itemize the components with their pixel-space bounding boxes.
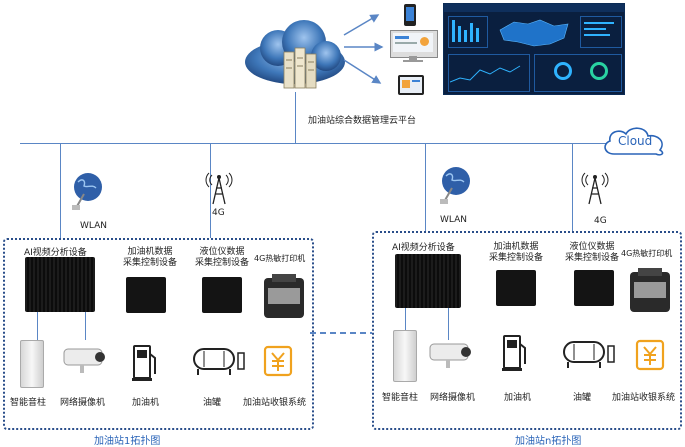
sn-level-ctrl [574,270,614,306]
tablet-icon [398,75,424,95]
sn-printer-icon [628,266,672,316]
s1-dispenser-label: 加油机 [132,398,160,408]
sn-speaker-label: 智能音柱 [382,393,419,403]
phone-icon [404,4,416,26]
station-link-dashed [310,332,372,334]
s1-4g-link [210,143,211,238]
dashboard-screen [443,3,625,95]
sn-level-ctrl-label: 液位仪数据 采集控制设备 [564,242,619,263]
sn-tank-label: 油罐 [573,393,592,403]
s1-4g-tower-icon [204,172,234,206]
s1-dispenser-ctrl [126,277,166,313]
sn-camera-label: 网络摄像机 [430,393,476,403]
platform-label: 加油站综合数据管理云平台 [308,116,417,126]
s1-speaker-label: 智能音柱 [10,398,47,408]
sn-camera-icon [428,340,474,370]
s1-ai-camera-link [85,312,86,340]
sn-ai-speaker-link [405,308,406,330]
s1-pos-icon [262,344,296,378]
monitor-icon [390,30,438,62]
sn-dispenser-ctrl-label: 加油机数据 采集控制设备 [488,242,543,263]
sn-wlan-link [425,143,426,231]
sn-4g-link [572,143,573,231]
sn-pos-icon [634,338,668,372]
s1-dispenser-icon [130,342,160,382]
s1-wlan-label: WLAN [80,221,108,231]
sn-dispenser-icon [500,332,530,372]
sn-printer-label: 4G热敏打印机 [621,249,673,258]
sn-title: 加油站n拓扑图 [515,436,582,447]
sn-tank-icon [560,338,618,370]
s1-level-ctrl [202,277,242,313]
sn-4g-tower-icon [580,172,610,206]
sn-wlan-label: WLAN [440,215,468,225]
distribution-arrows [343,14,384,84]
s1-wlan-icon [68,172,104,212]
cloud-badge: Cloud [600,124,672,160]
sn-ai-device-label: AI视频分析设备 [392,243,455,253]
sn-dispenser-label: 加油机 [504,393,532,403]
s1-4g-label: 4G [212,208,225,218]
sn-dispenser-ctrl [496,270,536,306]
s1-wlan-link [60,143,61,238]
s1-camera-icon [62,345,108,375]
s1-ai-speaker-link [37,312,38,340]
s1-tank-label: 油罐 [203,398,222,408]
s1-ai-device-label: AI视频分析设备 [24,248,87,258]
s1-dispenser-ctrl-label: 加油机数据 采集控制设备 [122,247,177,268]
sn-wlan-icon [436,166,472,206]
sn-pos-label: 加油站收银系统 [612,393,676,403]
stationN-frame [372,231,682,430]
s1-title: 加油站1拓扑图 [94,436,161,447]
s1-printer-label: 4G热敏打印机 [254,254,306,263]
s1-printer-icon [262,272,306,322]
backbone-line [20,143,645,144]
s1-ai-device [25,257,95,312]
sn-4g-label: 4G [594,216,607,226]
s1-pos-label: 加油站收银系统 [243,398,307,408]
sn-ai-camera-link [448,308,449,340]
sn-speaker-icon [393,330,417,382]
platform-link [295,92,296,143]
s1-level-ctrl-label: 液位仪数据 采集控制设备 [194,247,249,268]
cloud-label: Cloud [618,134,653,148]
s1-speaker-icon [20,340,44,388]
s1-tank-icon [190,345,248,377]
sn-ai-device [395,254,461,308]
cloud-server-icon [240,18,350,98]
s1-camera-label: 网络摄像机 [60,398,106,408]
